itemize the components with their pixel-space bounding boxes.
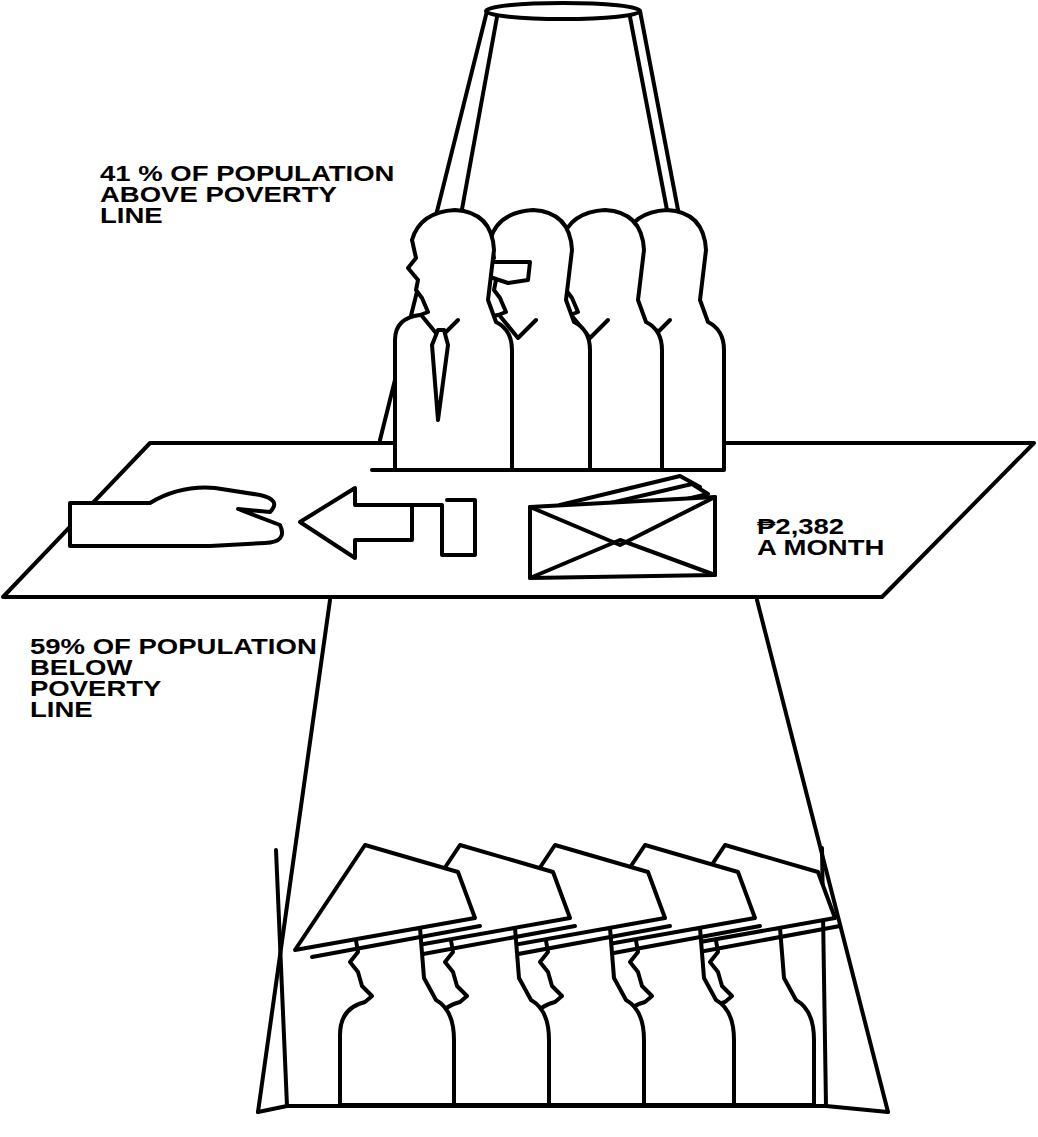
banknote — [572, 484, 708, 522]
farmer — [575, 845, 760, 1105]
farmer — [485, 845, 670, 1105]
band-outline — [0, 440, 1038, 600]
office-worker — [545, 210, 662, 470]
salakot-hat — [655, 845, 835, 950]
office-worker — [395, 210, 512, 470]
salakot-hat — [485, 845, 665, 950]
person-silhouette — [340, 928, 454, 1105]
population-label: 41 % OF POPULATION ABOVE POVERTY LINE — [100, 163, 408, 394]
farmer — [390, 845, 575, 1105]
wrap-spacer — [195, 657, 327, 867]
wrap-spacer — [326, 636, 327, 657]
hat-brim — [312, 926, 480, 957]
shade-edge — [640, 11, 722, 440]
salakot-hat — [390, 845, 570, 950]
shade-fold — [822, 848, 888, 1112]
arrow-ribbon — [412, 500, 475, 555]
shirt-collar — [500, 316, 536, 338]
office-worker — [473, 210, 590, 470]
wrap-spacer — [861, 516, 889, 537]
salakot-hat — [575, 845, 755, 950]
farmer — [655, 845, 840, 1105]
shade-fold — [630, 17, 690, 330]
necktie — [644, 330, 660, 420]
shirt-collar — [422, 316, 458, 338]
envelope-flap — [530, 540, 715, 578]
hat-brim — [592, 926, 760, 957]
hat-brim — [672, 926, 840, 957]
person-silhouette — [607, 210, 724, 470]
banknote — [560, 476, 700, 516]
person-silhouette — [395, 210, 512, 470]
shirt-collar — [634, 316, 670, 338]
pay-envelope — [530, 497, 715, 578]
person-silhouette — [545, 210, 662, 470]
plane-band: ₱2,382 A MONTH — [0, 440, 1038, 600]
hat-brim — [407, 926, 575, 957]
amount-label: ₱2,382 A MONTH — [757, 516, 889, 558]
wrap-spacer — [353, 184, 408, 394]
shade-fold — [258, 850, 287, 1112]
person-silhouette — [473, 210, 590, 470]
shade-edge — [380, 11, 487, 440]
population-label: 59% OF POPULATION BELOW POVERTY LINE — [30, 636, 327, 867]
shade-fold — [440, 17, 497, 330]
receiving-hand — [70, 488, 282, 546]
wrap-spacer — [407, 163, 408, 184]
shade-edge — [757, 600, 888, 1112]
envelope-flap — [530, 497, 715, 545]
person-silhouette — [620, 928, 734, 1105]
person-silhouette — [435, 928, 549, 1105]
sunglasses — [484, 262, 530, 283]
necktie — [432, 330, 448, 420]
office-worker — [607, 210, 724, 470]
base-line — [372, 468, 718, 472]
hat-brim — [502, 926, 670, 957]
shade-edge — [258, 600, 330, 1112]
shirt-collar — [572, 316, 608, 338]
person-silhouette — [700, 928, 814, 1105]
parallelogram-shape — [3, 443, 1034, 597]
flow-arrow — [300, 488, 412, 558]
shade-rim — [486, 3, 640, 19]
base-line — [287, 1104, 826, 1108]
person-silhouette — [530, 928, 644, 1105]
salakot-hat — [295, 845, 475, 950]
farmer — [295, 845, 480, 1105]
